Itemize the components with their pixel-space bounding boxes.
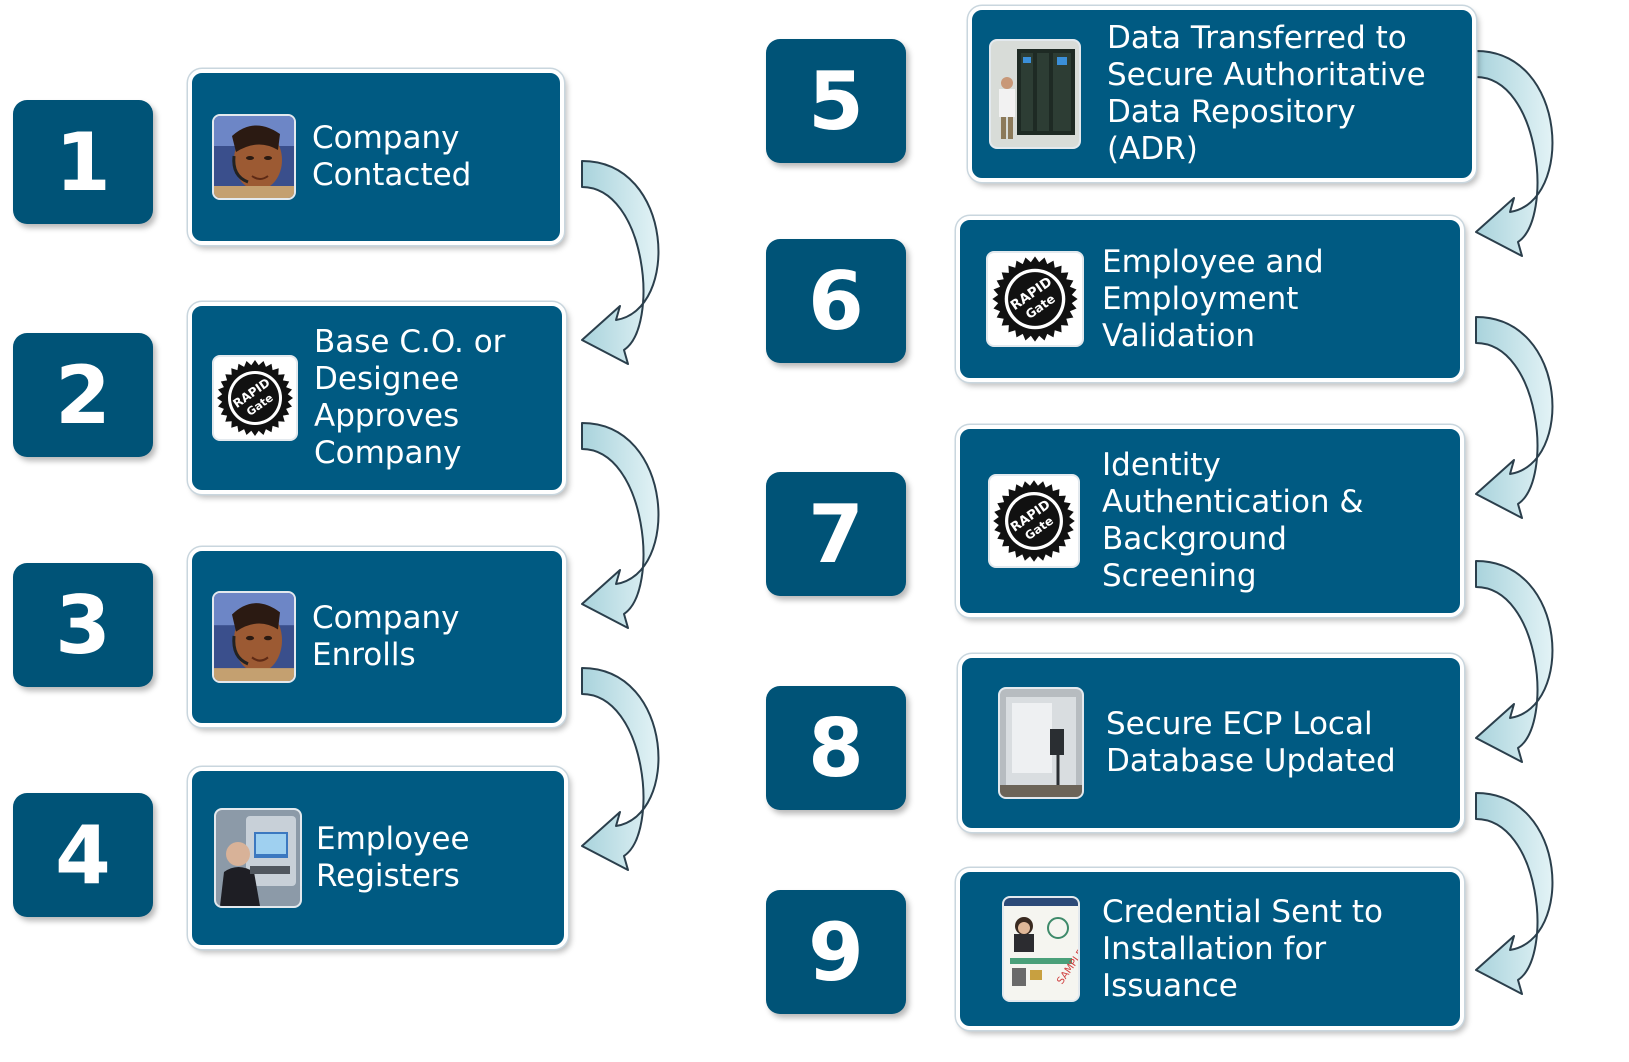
step-number-8: 8	[766, 686, 906, 810]
sample-id-card-photo: SAMPLE	[1002, 896, 1080, 1002]
step-label-2: Base C.O. or Designee Approves Company	[314, 324, 506, 471]
step-label-9: Credential Sent to Installation for Issu…	[1102, 893, 1383, 1004]
registration-kiosk-photo	[214, 808, 302, 908]
connector-arrow-1	[581, 160, 660, 365]
step-number-9: 9	[766, 890, 906, 1014]
step-number-4: 4	[13, 793, 153, 917]
connector-arrow-6	[1475, 560, 1554, 763]
step-number-7: 7	[766, 472, 906, 596]
connector-arrow-2	[581, 422, 660, 629]
server-cabinet-photo	[998, 687, 1084, 799]
step-card-3: Company Enrolls	[188, 547, 566, 727]
call-center-agent-photo	[212, 591, 296, 683]
call-center-agent-photo	[212, 114, 296, 200]
step-card-4: Employee Registers	[188, 767, 568, 949]
step-label-5: Data Transferred to Secure Authoritative…	[1107, 20, 1426, 167]
step-number-3: 3	[13, 563, 153, 687]
step-label-1: Company Contacted	[312, 120, 472, 193]
step-number-6: 6	[766, 239, 906, 363]
connector-arrow-5	[1475, 316, 1554, 519]
step-number-1: 1	[13, 100, 153, 224]
step-label-6: Employee and Employment Validation	[1102, 243, 1324, 354]
step-card-9: SAMPLE Credential Sent to Installation f…	[956, 868, 1464, 1030]
step-card-1: Company Contacted	[188, 69, 564, 245]
connector-arrow-3	[581, 667, 660, 871]
step-number-2: 2	[13, 333, 153, 457]
connector-arrow-7	[1475, 792, 1554, 995]
step-card-5: Data Transferred to Secure Authoritative…	[968, 6, 1476, 182]
step-label-7: Identity Authentication & Background Scr…	[1102, 447, 1364, 594]
step-label-8: Secure ECP Local Database Updated	[1106, 706, 1396, 779]
step-card-8: Secure ECP Local Database Updated	[958, 654, 1464, 832]
server-room-photo	[989, 39, 1081, 149]
step-number-5: 5	[766, 39, 906, 163]
step-label-3: Company Enrolls	[312, 600, 460, 673]
connector-arrow-4	[1475, 50, 1554, 257]
step-label-4: Employee Registers	[316, 821, 470, 894]
